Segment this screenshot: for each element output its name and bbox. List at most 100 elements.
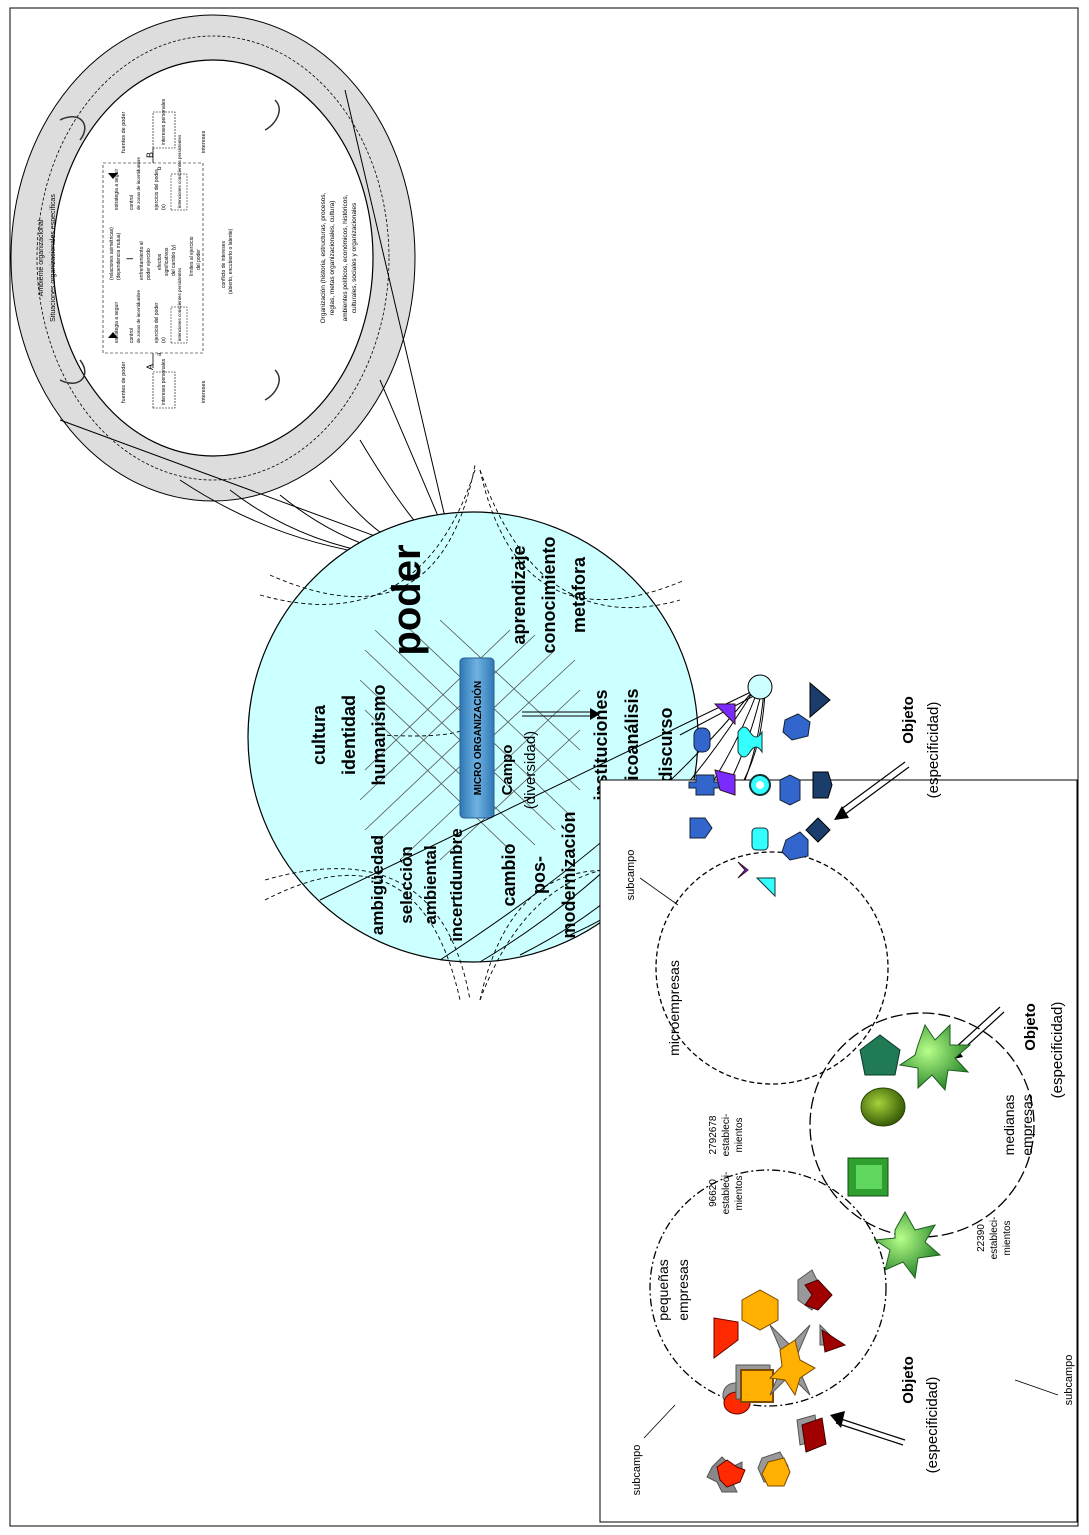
limites2-label: del poder	[196, 249, 202, 270]
sector-modernizacion: modernización	[559, 811, 579, 938]
campo-arrow-icon	[522, 708, 600, 720]
red-trapezoid-icon	[713, 1317, 739, 1359]
intenciones-b-box	[170, 173, 188, 211]
organizacion-label-2: reglas, metas organizacionales, cultura)	[329, 201, 336, 316]
ejercicio-b-label: ejercicio del poder	[154, 169, 160, 210]
medianas-count-2: estableci-	[989, 1217, 1000, 1260]
roman-i-label: I	[125, 257, 135, 260]
darkred-chevron-icon	[804, 1279, 833, 1311]
field-box	[599, 779, 1078, 1523]
objeto-arrow-icon	[830, 1411, 906, 1446]
fuentes-b-label: fuentes de poder	[121, 112, 127, 153]
swirl-arrow-icon	[264, 369, 280, 401]
center-circle-group: MICRO ORGANIZACIÓN poder aprendizaje con…	[247, 464, 699, 1001]
cyan-triangle-icon	[755, 877, 776, 898]
medianas-count-3: mientos	[1002, 1220, 1013, 1255]
darkred-parallelogram-icon	[801, 1417, 827, 1453]
blue-hexagon-icon	[782, 713, 811, 741]
enfrentamiento-label: enfrentamiento al	[139, 241, 145, 280]
actor-b-label: B	[145, 152, 155, 158]
cylinder-shape-icon	[693, 727, 711, 753]
micro-count: 2792678	[708, 1115, 719, 1154]
micro-organizacion-badge: MICRO ORGANIZACIÓN	[459, 657, 495, 819]
fuentes-a-label: fuentes de poder	[121, 362, 127, 403]
relaciones-label: (relaciones asimétricas)	[109, 227, 115, 280]
intereses-b-label: intereses	[201, 130, 207, 153]
darkred-triangle-icon	[821, 1328, 847, 1353]
navy-triangle-icon	[809, 681, 831, 719]
control-b-label: control	[129, 195, 135, 210]
intenciones-a-label: intenciones conscientes persistentes	[177, 267, 182, 341]
sector-psicoanalisis: psicoanálisis	[622, 688, 642, 801]
pequenas-subcampo-circle	[649, 1169, 887, 1407]
sector-poder: poder	[385, 544, 429, 655]
ejercicio-a2-label: (x)	[161, 337, 167, 343]
zona-a-label: de zonas de incertidumbre	[136, 289, 141, 343]
medianas-count: 22390	[976, 1224, 987, 1252]
blue-octagon-icon	[781, 831, 809, 861]
diversidad-label: (diversidad)	[522, 731, 539, 809]
objeto-label-top: Objeto	[900, 696, 917, 744]
ejercicio-b2-label: (x)	[161, 204, 167, 210]
violet-triangle-icon	[713, 703, 736, 726]
efectos2-label: significativos	[164, 247, 170, 276]
ambiente-label: Ambiente organizacional	[38, 219, 45, 296]
actor-a-label: A	[145, 364, 155, 370]
subcampo-right-label: subcampo	[1063, 1355, 1075, 1406]
letter-a-label: a	[157, 352, 163, 356]
micro-count-2: estableci-	[721, 1114, 732, 1157]
micro-count-3: mientos	[734, 1117, 745, 1152]
limites-label: límites al ejercicio	[189, 236, 195, 276]
intereses-personales-a-box	[152, 371, 176, 409]
triangle-b-icon	[108, 173, 118, 179]
sector-ambiguedad: ambigüedad	[368, 835, 387, 935]
pequenas-count: 96620	[708, 1179, 719, 1207]
campo-label: Campo	[499, 745, 516, 796]
page-frame	[9, 7, 1079, 1527]
efectos3-label: del cambio (y)	[171, 244, 177, 276]
letter-b-label: b	[157, 166, 163, 170]
pequenas-count-2: estableci-	[721, 1172, 732, 1215]
orange-star-icon	[768, 1339, 816, 1397]
organizacion-label-1: Organización (historia, estructuras, pro…	[320, 192, 327, 323]
subcampo-bottom-label: subcampo	[631, 1445, 643, 1496]
micro-shapes	[688, 681, 833, 898]
ambientes-label-1: ambientes políticos, económicos, históri…	[342, 194, 349, 321]
violet-parallelogram-icon	[714, 769, 736, 796]
sector-ambiental: ambiental	[421, 845, 440, 924]
cyan-rounded-rect-icon	[751, 827, 769, 851]
subcampo-pointer	[1014, 1379, 1059, 1396]
pequenas-shapes	[706, 1269, 847, 1493]
green-burst-icon	[898, 1023, 972, 1092]
control-a-label: control	[129, 328, 135, 343]
orange-octagon-icon	[761, 1457, 791, 1487]
pequenas-count-3: mientos	[734, 1175, 745, 1210]
sector-discurso: discurso	[656, 707, 676, 782]
navy-pentagon-icon	[812, 771, 833, 799]
violet-chevron-icon	[737, 861, 749, 879]
efectos-label: efectos	[157, 253, 163, 270]
subcampo-pointer	[639, 877, 679, 906]
conflicto-label: conflicto de intereses	[221, 241, 227, 288]
medianas-shapes	[847, 1023, 972, 1280]
especificidad-label-top: (especificidad)	[925, 702, 942, 799]
micro-subcampo-circle	[655, 851, 889, 1085]
conflicto2-label: (abierto, encubierto o latente)	[228, 228, 234, 294]
micro-org-small-circle	[747, 674, 773, 700]
triangle-a-icon	[108, 332, 118, 338]
medianas-label-1: medianas	[1001, 1095, 1017, 1156]
especificidad-label-right: (especificidad)	[1049, 1002, 1066, 1099]
zona-b-label: de zonas de incertidumbre	[136, 156, 141, 210]
sector-metafora: metáfora	[569, 556, 589, 633]
objeto-label-right: Objeto	[1022, 1003, 1039, 1051]
sector-seleccion: selección	[397, 846, 416, 924]
estrategia-a-label: estrategia a seguir	[114, 302, 120, 343]
sector-aprendizaje: aprendizaje	[509, 545, 529, 644]
situaciones-label: Situaciones organizacionales específicas	[50, 194, 57, 322]
sector-instituciones: instituciones	[591, 689, 611, 800]
navy-diamond-icon	[805, 817, 831, 843]
intereses-pers-a-label: intereses personales	[161, 358, 167, 405]
detail-ellipse-group: Ambiente organizacional Situaciones orga…	[10, 14, 416, 502]
objeto-arrow-icon	[834, 761, 910, 820]
